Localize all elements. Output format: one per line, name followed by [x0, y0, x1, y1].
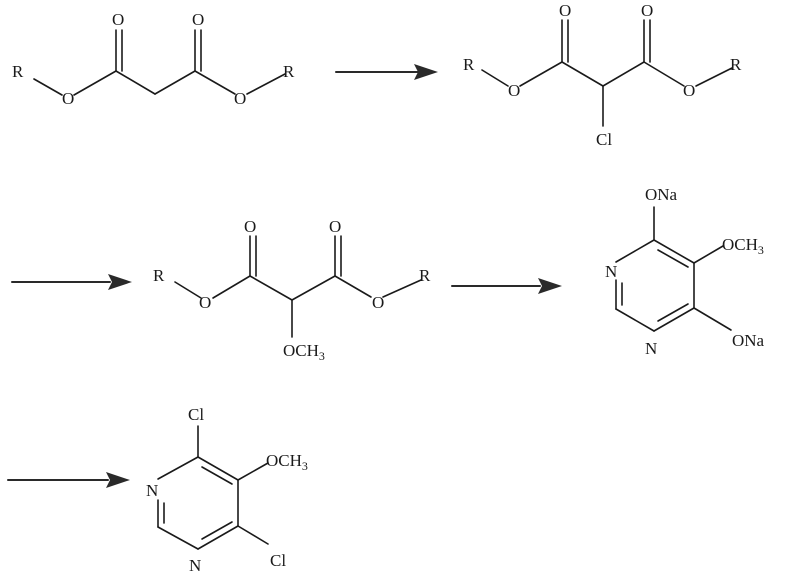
atom-n-upper: N	[146, 481, 158, 500]
atom-r-left: R	[12, 62, 24, 81]
atom-r-left: R	[463, 55, 475, 74]
atom-o-carbonyl-left: O	[559, 1, 571, 20]
atom-methoxy: OCH3	[722, 235, 764, 257]
reaction-arrow-3	[451, 278, 562, 294]
molecule-malonate-ester: R O O O O R	[12, 10, 295, 108]
atom-cl-top: Cl	[188, 405, 204, 424]
molecule-chloromalonate-ester: R O O O O R Cl	[463, 1, 742, 149]
molecule-disodium-methoxypyrimidinediolate: ONa OCH3 ONa N N	[605, 185, 765, 358]
molecule-methoxymalonate-ester: R O O O O R OCH3	[153, 217, 431, 363]
atom-o-ester-right: O	[683, 81, 695, 100]
atom-n-lower: N	[645, 339, 657, 358]
atom-n-upper: N	[605, 262, 617, 281]
reaction-arrow-1	[335, 64, 438, 80]
atom-o-ester-left: O	[62, 89, 74, 108]
reaction-arrow-2	[11, 274, 132, 290]
atom-o-carbonyl-right: O	[192, 10, 204, 29]
atom-r-right: R	[730, 55, 742, 74]
atom-n-lower: N	[189, 556, 201, 575]
atom-r-right: R	[283, 62, 295, 81]
atom-ona-bottom: ONa	[732, 331, 765, 350]
atom-o-ester-left: O	[199, 293, 211, 312]
atom-o-ester-right: O	[372, 293, 384, 312]
atom-cl-bottom: Cl	[270, 551, 286, 570]
atom-o-ester-left: O	[508, 81, 520, 100]
atom-o-ester-right: O	[234, 89, 246, 108]
atom-o-carbonyl-left: O	[112, 10, 124, 29]
atom-o-carbonyl-left: O	[244, 217, 256, 236]
atom-r-right: R	[419, 266, 431, 285]
atom-methoxy: OCH3	[266, 451, 308, 473]
atom-methoxy: OCH3	[283, 341, 325, 363]
molecule-dichloromethoxypyrimidine: Cl OCH3 Cl N N	[146, 405, 308, 575]
atom-o-carbonyl-right: O	[641, 1, 653, 20]
atom-r-left: R	[153, 266, 165, 285]
atom-o-carbonyl-right: O	[329, 217, 341, 236]
reaction-arrow-4	[7, 472, 130, 488]
atom-cl: Cl	[596, 130, 612, 149]
atom-ona-top: ONa	[645, 185, 678, 204]
